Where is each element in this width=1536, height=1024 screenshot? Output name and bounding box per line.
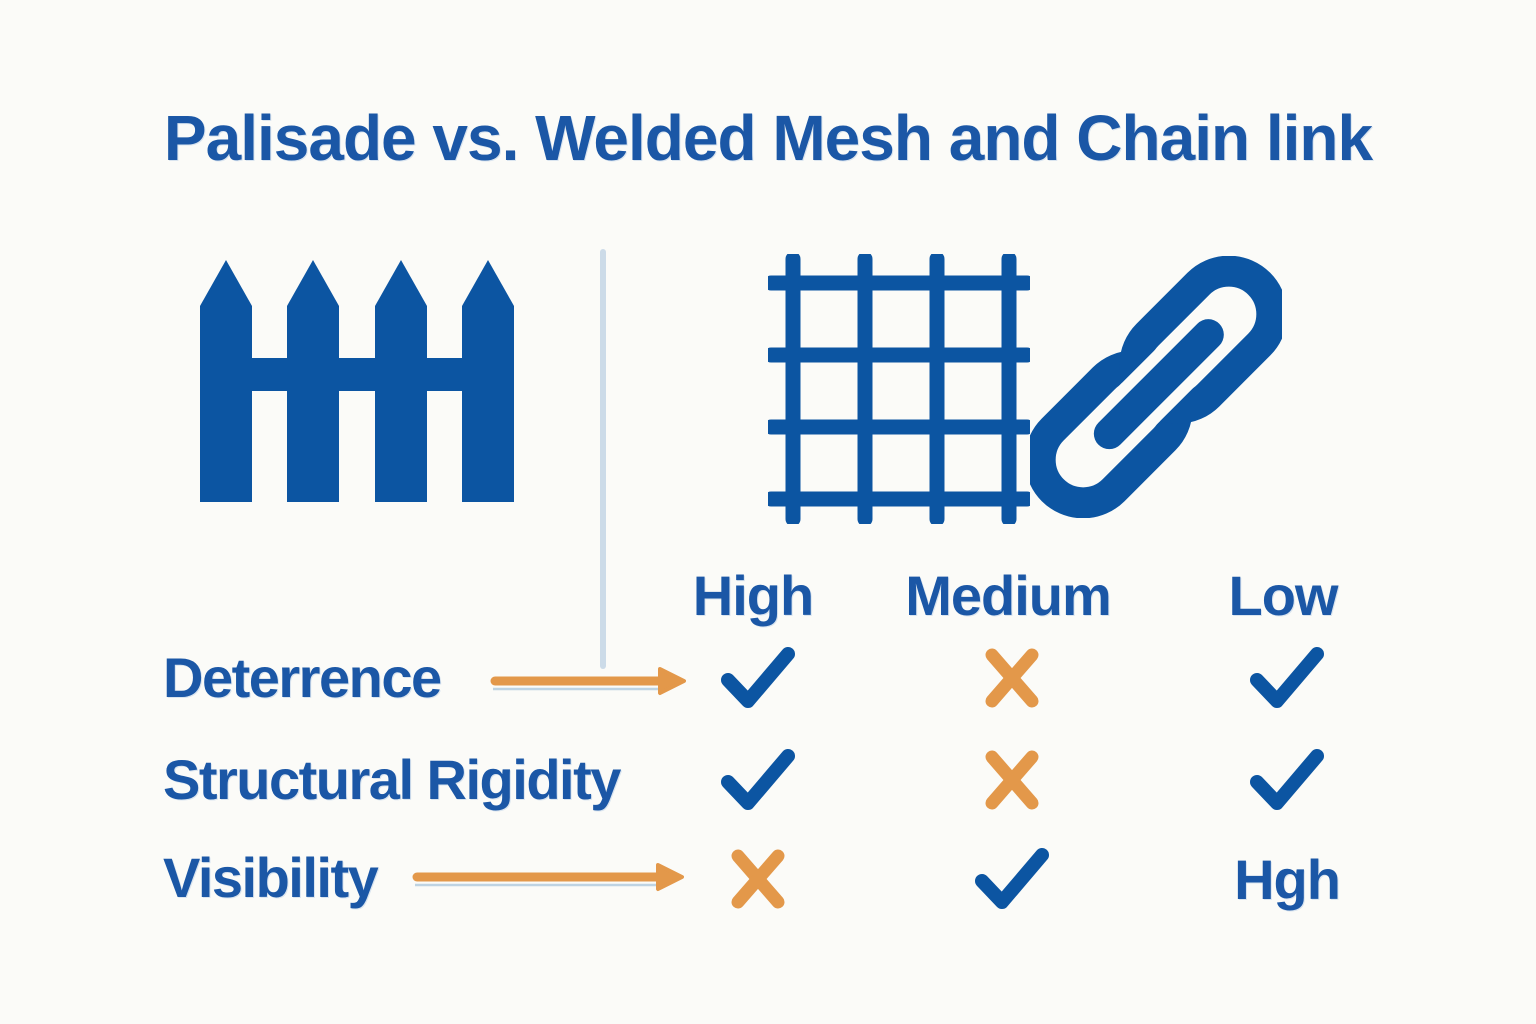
cell-mark (927, 640, 1097, 716)
cell-mark (673, 640, 843, 716)
cell-mark: Hgh (1234, 847, 1341, 911)
column-header-high: High (692, 564, 814, 627)
check-icon (721, 749, 795, 810)
check-icon (975, 848, 1049, 909)
deterrence-arrow (490, 667, 686, 695)
cross-icon (731, 849, 785, 909)
fence-picket (200, 260, 252, 502)
cell-mark (927, 742, 1097, 818)
row-label-deterrence: Deterrence (163, 646, 442, 709)
row-label-structural-rigidity: Structural Rigidity (163, 748, 621, 811)
column-header-low: Low (1228, 564, 1339, 627)
fence-picket (462, 260, 514, 502)
fence-picket (375, 260, 427, 502)
cross-icon (985, 750, 1039, 810)
cell-mark (927, 841, 1097, 917)
check-icon (721, 647, 795, 708)
column-header-medium: Medium (905, 564, 1112, 627)
visibility-arrow (412, 863, 684, 891)
chain-link-icon (1030, 256, 1282, 518)
cell-mark (673, 742, 843, 818)
cell-mark (1202, 742, 1372, 818)
cell-mark (1202, 640, 1372, 716)
palisade-fence-icon (200, 260, 514, 502)
divider-line (600, 249, 606, 669)
check-icon (1250, 749, 1324, 810)
check-icon (1250, 647, 1324, 708)
fence-picket (287, 260, 339, 502)
row-label-visibility: Visibility (163, 846, 379, 909)
cross-icon (985, 648, 1039, 708)
welded-mesh-icon (768, 254, 1030, 524)
page-title: Palisade vs. Welded Mesh and Chain link (163, 102, 1373, 174)
fence-rail (200, 358, 514, 391)
cell-mark (673, 841, 843, 917)
